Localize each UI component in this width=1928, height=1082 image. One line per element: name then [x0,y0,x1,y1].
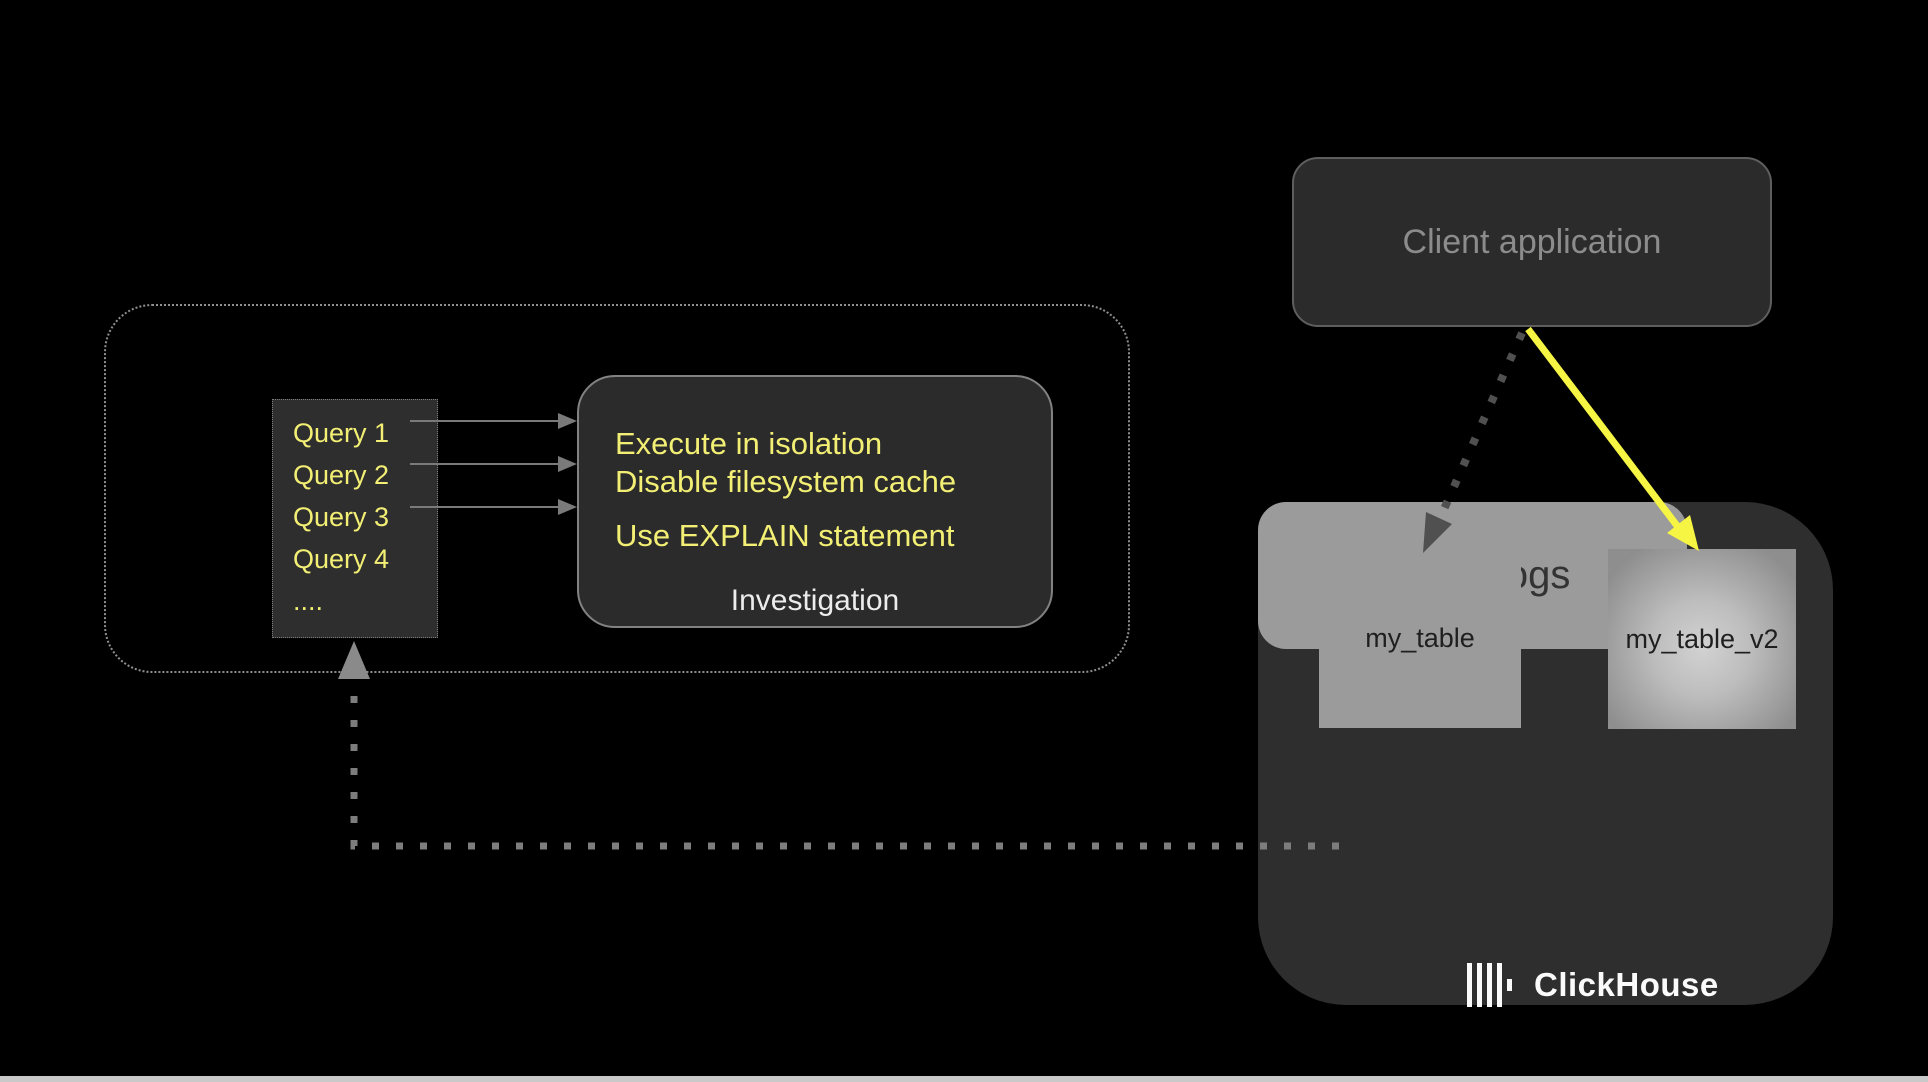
investigation-group-outline [104,304,1130,673]
investigation-step: Disable filesystem cache [615,464,957,499]
investigation-step: Execute in isolation [615,426,883,461]
query-list-ellipsis: .... [293,586,324,616]
my-table-v2-node: my_table_v2 [1608,549,1796,729]
investigation-step: Use EXPLAIN statement [615,518,955,553]
clickhouse-bars-icon [1467,963,1512,1007]
clickhouse-brand-label: ClickHouse [1534,966,1719,1003]
investigation-caption: Investigation [730,584,900,617]
query-list-box: Query 1 Query 2 Query 3 Query 4 .... [272,399,438,638]
query-list-item: Query 4 [293,544,390,574]
clickhouse-logo: ClickHouse [1467,963,1719,1007]
my-table-v2-label: my_table_v2 [1625,623,1779,654]
query-list-item: Query 2 [293,460,390,490]
bottom-edge-strip [0,1076,1928,1082]
my-table-node: my_table [1319,549,1521,728]
client-application-node: Client application [1292,157,1772,327]
investigation-box: Execute in isolation Disable filesystem … [577,375,1053,628]
client-application-label: Client application [1402,222,1662,261]
clickhouse-container: my_table my_table_v2 query_logs ClickHou… [1258,502,1833,1007]
query-list-item: Query 1 [293,418,390,448]
query-list-item: Query 3 [293,502,390,532]
my-table-label: my_table [1365,623,1475,653]
